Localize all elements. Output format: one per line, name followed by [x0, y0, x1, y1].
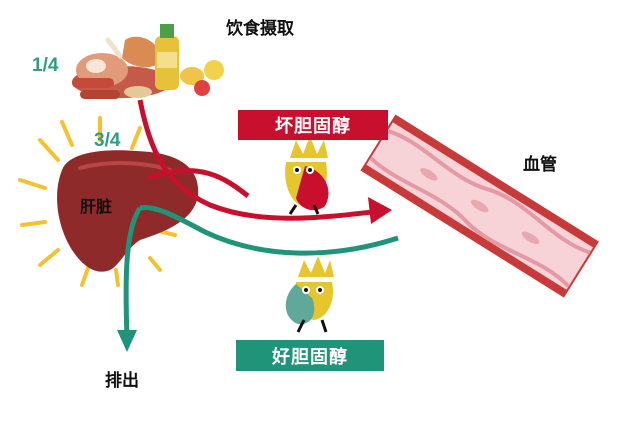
- bad-cholesterol-banner: 坏胆固醇: [238, 110, 388, 140]
- blood-vessel: [360, 114, 599, 298]
- good-path-return: [139, 205, 399, 256]
- fraction-diet-label: 1/4: [32, 55, 59, 76]
- liver-shape: [57, 150, 199, 272]
- liver-label: 肝脏: [80, 197, 113, 216]
- excretion-label: 排出: [105, 371, 139, 391]
- diet-intake-label: 饮食摄取: [226, 19, 294, 39]
- fraction-liver-label: 3/4: [94, 130, 121, 151]
- blood-vessel-label: 血管: [523, 155, 557, 175]
- excretion-arrowhead: [117, 330, 137, 352]
- liver-rays: [18, 116, 177, 287]
- good-cholesterol-banner: 好胆固醇: [236, 340, 384, 371]
- food-pile: [72, 24, 224, 99]
- bad-path-from-food: [137, 99, 373, 221]
- excretion-path: [123, 206, 143, 339]
- bad-path-from-liver: [147, 168, 250, 198]
- bad-cholesterol-character: [285, 136, 329, 215]
- bad-arrowhead: [368, 197, 392, 224]
- good-cholesterol-character: [285, 256, 334, 333]
